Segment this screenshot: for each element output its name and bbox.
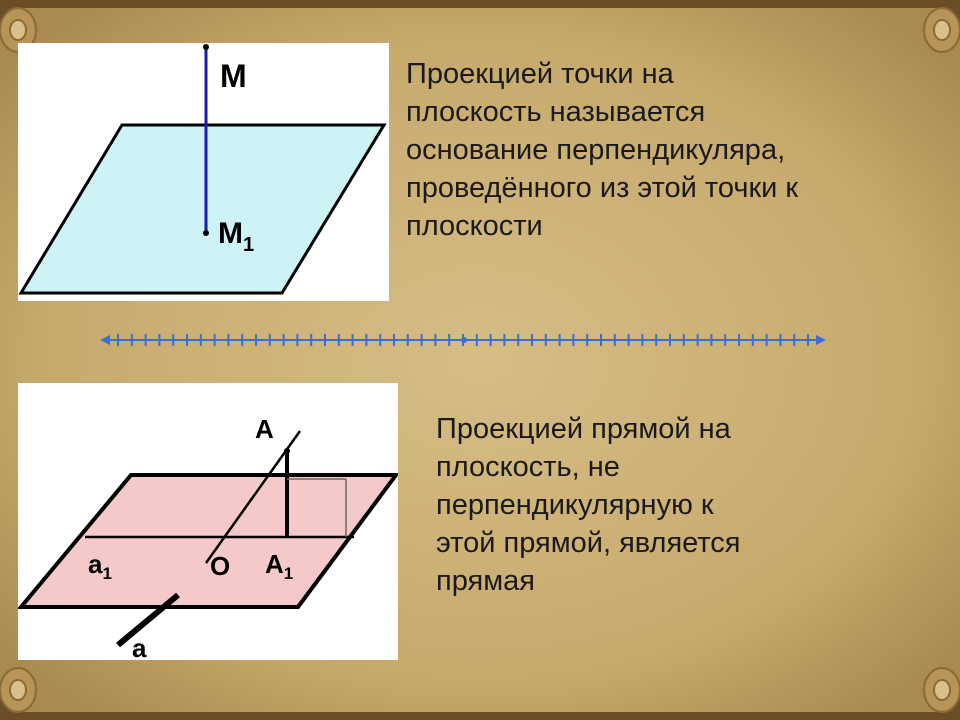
scroll-curl-bottom-left bbox=[0, 667, 37, 713]
point-m-label: M bbox=[220, 58, 247, 94]
section-divider bbox=[100, 334, 826, 346]
point-a1-label: A1 bbox=[265, 549, 293, 583]
line-a-label: a bbox=[132, 633, 147, 660]
point-a-dot bbox=[284, 448, 290, 454]
point-projection-figure: M M1 bbox=[18, 43, 389, 301]
origin-o-label: O bbox=[210, 551, 230, 581]
point-m1-label: M1 bbox=[218, 217, 254, 256]
point-a-label: A bbox=[255, 414, 274, 444]
plane bbox=[18, 473, 398, 609]
point-m1-dot bbox=[203, 230, 209, 236]
line-a-lower bbox=[116, 592, 180, 648]
scroll-curl-bottom-right bbox=[923, 667, 960, 713]
line-projection-figure: A A1 a1 O a bbox=[18, 383, 398, 660]
point-projection-definition: Проекцией точки на плоскость называется … bbox=[406, 58, 799, 242]
scroll-curl-top-left bbox=[0, 7, 37, 53]
line-a-upper bbox=[204, 430, 302, 564]
plane bbox=[18, 123, 387, 295]
point-m-dot bbox=[203, 44, 209, 50]
scroll-curl-top-right bbox=[923, 7, 960, 53]
line-projection-definition: Проекцией прямой на плоскость, не перпен… bbox=[436, 413, 741, 597]
projection-a1-label: a1 bbox=[88, 549, 112, 583]
